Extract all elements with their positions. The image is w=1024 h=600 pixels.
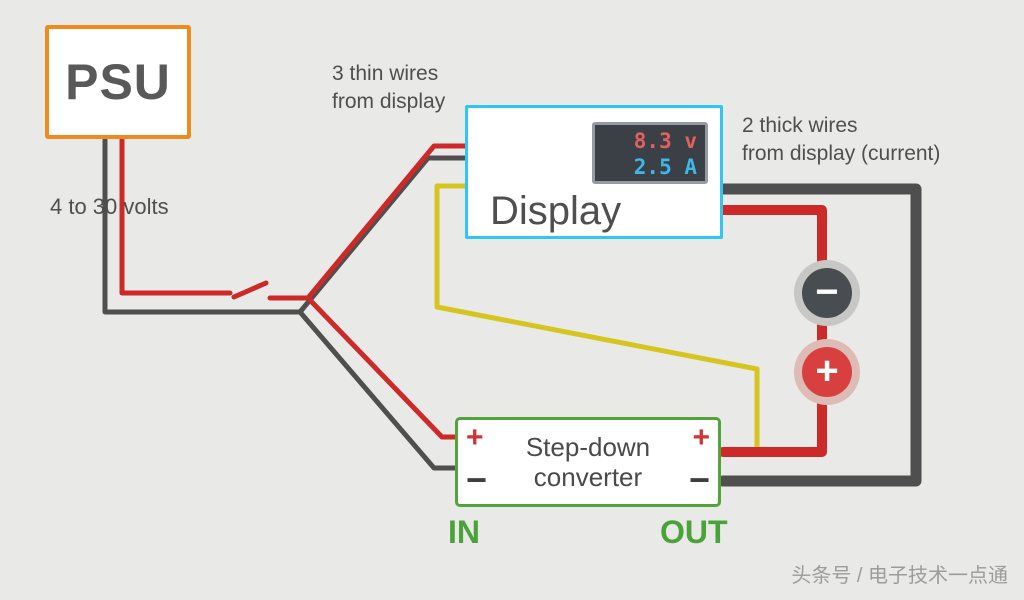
- wire-thick-positive: [718, 205, 827, 457]
- watermark: 头条号 / 电子技术一点通: [791, 565, 1008, 587]
- thick-wires-note-line1: 2 thick wires: [742, 114, 858, 137]
- minus-terminal-icon: −: [802, 268, 852, 318]
- thin-wires-note: 3 thin wires from display: [332, 60, 445, 116]
- plus-terminal-icon: +: [802, 347, 852, 397]
- display-label: Display: [490, 189, 622, 233]
- converter-in-label: IN: [448, 514, 480, 550]
- psu-box: PSU: [45, 25, 191, 139]
- thick-wires-note-line2: from display (current): [742, 142, 941, 165]
- wire-psu-positive-feed: [119, 137, 233, 296]
- screen-amps-readout: 2.5 A: [633, 155, 697, 179]
- display-screen: 8.3 v 2.5 A: [592, 122, 708, 184]
- thin-wires-note-line1: 3 thin wires: [332, 62, 439, 85]
- converter-out-label: OUT: [660, 514, 728, 550]
- psu-label: PSU: [65, 54, 171, 110]
- converter-box: + + − − Step-down converter: [455, 417, 721, 507]
- psu-voltage-note: 4 to 30 volts: [50, 194, 169, 219]
- converter-in-plus-icon: +: [466, 421, 484, 454]
- converter-out-plus-icon: +: [692, 421, 710, 454]
- plus-terminal: +: [794, 339, 860, 405]
- thick-wires-note: 2 thick wires from display (current): [742, 112, 940, 168]
- minus-terminal: −: [794, 260, 860, 326]
- screen-volts-readout: 8.3 v: [633, 129, 697, 153]
- wire-psu-negative-to-display: [102, 137, 468, 315]
- converter-label-line2: converter: [533, 462, 643, 492]
- wire-negative-to-converter: [297, 309, 461, 471]
- wire-positive-to-display: [267, 143, 468, 301]
- plus-terminal-glyph: +: [815, 348, 839, 393]
- wire-sense-yellow: [434, 183, 760, 455]
- converter-label: Step-down converter: [458, 420, 718, 504]
- converter-in-minus-icon: −: [466, 459, 488, 500]
- converter-out-minus-icon: −: [688, 459, 710, 500]
- display-box: 8.3 v 2.5 A Display: [465, 105, 723, 239]
- thin-wires-note-line2: from display: [332, 90, 446, 113]
- wire-positive-to-converter: [305, 295, 461, 440]
- switch-blade: [231, 280, 269, 300]
- minus-terminal-glyph: −: [815, 269, 839, 314]
- converter-label-line1: Step-down: [525, 432, 651, 462]
- wire-thick-negative: [717, 183, 922, 487]
